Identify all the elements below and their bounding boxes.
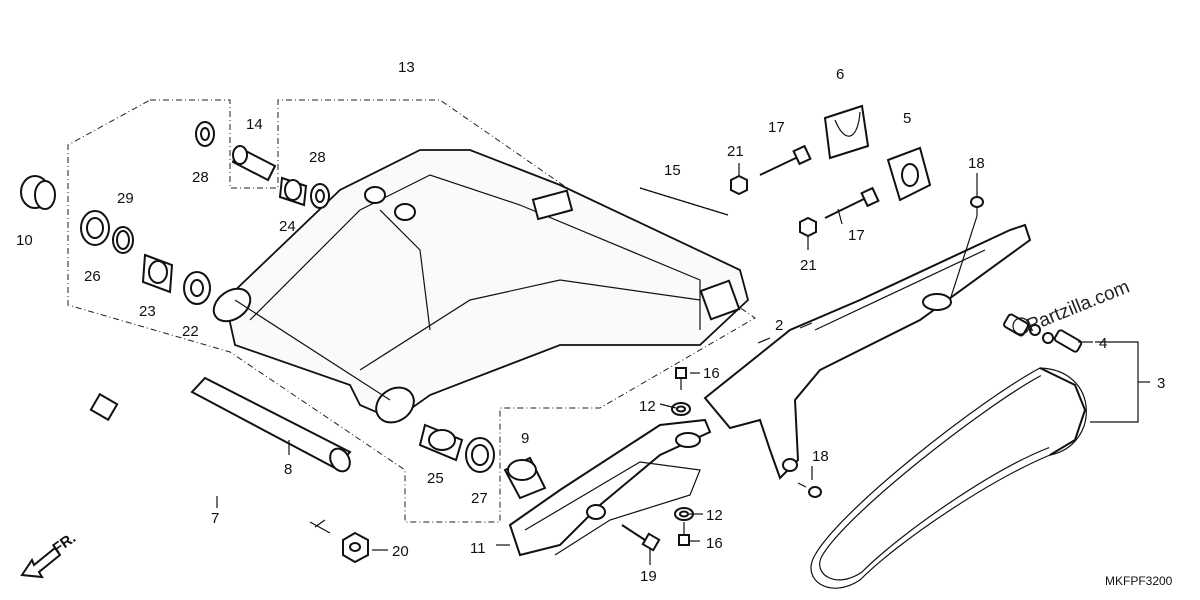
callout-13: 13 <box>398 59 415 76</box>
callout-22: 22 <box>182 323 199 340</box>
callout-17-upper: 17 <box>768 119 785 136</box>
callout-28-lower: 28 <box>309 149 326 166</box>
chain-guide-collar[interactable] <box>503 456 547 500</box>
callout-24: 24 <box>279 218 296 235</box>
callout-7: 7 <box>211 510 219 527</box>
callout-23: 23 <box>139 303 156 320</box>
bolt-19[interactable] <box>621 524 661 552</box>
screw-18-upper[interactable] <box>949 196 984 301</box>
collar-14[interactable] <box>231 145 277 182</box>
chain-joint-set[interactable] <box>1003 313 1083 353</box>
bearing-23[interactable] <box>141 253 174 294</box>
callout-26: 26 <box>84 268 101 285</box>
chain-adjuster-5[interactable] <box>886 146 932 202</box>
callout-15: 15 <box>664 162 681 179</box>
callout-4: 4 <box>1099 335 1107 352</box>
callout-12-upper: 12 <box>639 398 656 415</box>
snap-ring-29[interactable] <box>112 226 134 254</box>
nut-20[interactable] <box>342 531 369 564</box>
callout-18-lower: 18 <box>812 448 829 465</box>
callout-21-upper: 21 <box>727 143 744 160</box>
watermark: Partzilla.com <box>1012 276 1133 337</box>
callout-9: 9 <box>521 430 529 447</box>
swingarm[interactable] <box>208 149 750 430</box>
callout-29: 29 <box>117 190 134 207</box>
spring[interactable] <box>639 187 729 216</box>
chain-slider[interactable] <box>508 418 712 557</box>
callout-17-lower: 17 <box>848 227 865 244</box>
callout-2: 2 <box>775 317 783 334</box>
callout-6: 6 <box>836 66 844 83</box>
bearing-25[interactable] <box>418 423 464 462</box>
seal-27[interactable] <box>465 437 495 473</box>
chain-adjuster-6[interactable] <box>823 104 870 160</box>
pivot-shaft[interactable] <box>89 392 332 539</box>
callout-3: 3 <box>1157 375 1165 392</box>
bearing-24[interactable] <box>278 176 308 207</box>
callout-28-upper: 28 <box>192 169 209 186</box>
dust-seal-10[interactable] <box>20 175 56 210</box>
callout-25: 25 <box>427 470 444 487</box>
front-direction-arrow-icon <box>20 546 62 579</box>
callout-12-lower: 12 <box>706 507 723 524</box>
callout-27: 27 <box>471 490 488 507</box>
callout-14: 14 <box>246 116 263 133</box>
callout-21-lower: 21 <box>800 257 817 274</box>
bearing-22[interactable] <box>183 271 211 305</box>
bolt-16-lower[interactable] <box>678 522 690 546</box>
drawing-code: MKFPF3200 <box>1105 574 1173 588</box>
callout-10: 10 <box>16 232 33 249</box>
bolt-17-upper[interactable] <box>759 144 812 176</box>
callout-16-lower: 16 <box>706 535 723 552</box>
drive-chain[interactable] <box>810 367 1087 589</box>
assembly-13-outline <box>67 99 756 523</box>
nut-21-lower[interactable] <box>799 216 817 238</box>
chain-case[interactable] <box>703 223 1032 480</box>
nut-21-upper[interactable] <box>730 174 748 196</box>
screw-18-lower[interactable] <box>797 482 822 498</box>
pivot-collar[interactable] <box>190 376 354 475</box>
callout-20: 20 <box>392 543 409 560</box>
callout-11: 11 <box>470 540 486 557</box>
bearing-28-lower[interactable] <box>310 183 330 209</box>
washer-lower[interactable] <box>674 507 694 521</box>
seal-26[interactable] <box>80 210 110 246</box>
callout-16-upper: 16 <box>703 365 720 382</box>
washer-upper[interactable] <box>671 402 691 416</box>
callout-5: 5 <box>903 110 911 127</box>
leader-lines <box>216 163 1150 565</box>
bolt-16-upper[interactable] <box>675 367 687 390</box>
callout-8: 8 <box>284 461 292 478</box>
bearing-28-upper[interactable] <box>195 121 215 147</box>
callout-labels: 2 3 4 5 6 7 8 9 10 11 12 12 13 14 15 16 … <box>16 59 1165 585</box>
callout-19: 19 <box>640 568 657 585</box>
bolt-17-lower[interactable] <box>824 186 880 219</box>
watermark-text: Partzilla.com <box>1024 276 1133 336</box>
callout-18-upper: 18 <box>968 155 985 172</box>
